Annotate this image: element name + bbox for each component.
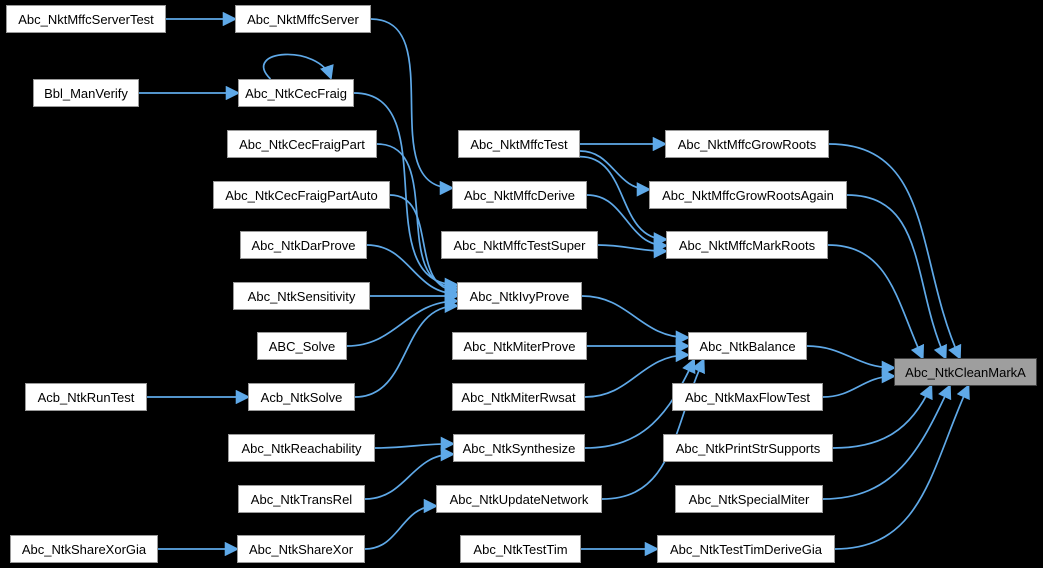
- call-edge-Acb_NtkSolve--Abc_NtkIvyProve: [354, 298, 460, 398]
- graph-node-Abc_NtkSpecialMiter[interactable]: Abc_NtkSpecialMiter: [675, 485, 823, 513]
- graph-node-Abc_NtkMiterRwsat[interactable]: Abc_NtkMiterRwsat: [452, 383, 585, 411]
- graph-node-Abc_NtkCecFraigPartAuto[interactable]: Abc_NtkCecFraigPartAuto: [213, 181, 390, 209]
- graph-node-Abc_NtkCleanMarkA: Abc_NtkCleanMarkA: [894, 358, 1037, 386]
- graph-node-Abc_NktMffcTestSuper[interactable]: Abc_NktMffcTestSuper: [441, 231, 598, 259]
- call-edge-Abc_NtkMaxFlowTest--Abc_NtkCleanMarkA: [822, 368, 897, 398]
- graph-node-Abc_NktMffcServerTest[interactable]: Abc_NktMffcServerTest: [6, 5, 166, 33]
- call-edge-Abc_NktMffcGrowRootsAgain--Abc_NtkCleanMarkA: [846, 194, 947, 360]
- call-edge-Abc_NktMffcTest--Abc_NktMffcGrowRootsAgain: [579, 150, 652, 197]
- graph-node-Abc_NtkMiterProve[interactable]: Abc_NtkMiterProve: [452, 332, 587, 360]
- call-edge-Abc_NtkMiterRwsat--Abc_NtkBalance: [584, 347, 691, 398]
- graph-node-Abc_NtkCecFraig[interactable]: Abc_NtkCecFraig: [238, 79, 354, 107]
- graph-node-Abc_NktMffcMarkRoots[interactable]: Abc_NktMffcMarkRoots: [666, 231, 828, 259]
- graph-node-Abc_NtkBalance[interactable]: Abc_NtkBalance: [688, 332, 807, 360]
- graph-node-Abc_NktMffcTest[interactable]: Abc_NktMffcTest: [458, 130, 580, 158]
- graph-node-ABC_Solve[interactable]: ABC_Solve: [257, 332, 347, 360]
- call-edge-Abc_NktMffcTest--Abc_NktMffcMarkRoots: [579, 155, 669, 247]
- call-edge-Abc_NtkTestTimDeriveGia--Abc_NtkCleanMarkA: [834, 384, 970, 550]
- graph-node-Abc_NtkTransRel[interactable]: Abc_NtkTransRel: [238, 485, 365, 513]
- call-edge-Abc_NktMffcTestSuper--Abc_NktMffcMarkRoots: [597, 243, 669, 259]
- graph-node-Abc_NtkTestTim[interactable]: Abc_NtkTestTim: [460, 535, 581, 563]
- call-edge-ABC_Solve--Abc_NtkIvyProve: [346, 293, 460, 347]
- graph-node-Abc_NtkIvyProve[interactable]: Abc_NtkIvyProve: [457, 282, 582, 310]
- call-edge-Abc_NtkUpdateNetwork--Abc_NtkBalance: [601, 358, 705, 500]
- graph-node-Abc_NktMffcDerive[interactable]: Abc_NktMffcDerive: [452, 181, 587, 209]
- graph-node-Abc_NtkTestTimDeriveGia[interactable]: Abc_NtkTestTimDeriveGia: [657, 535, 835, 563]
- graph-node-Abc_NtkPrintStrSupports[interactable]: Abc_NtkPrintStrSupports: [663, 434, 833, 462]
- call-edge-Abc_NtkShareXor--Abc_NtkUpdateNetwork: [364, 498, 439, 550]
- graph-node-Abc_NtkSynthesize[interactable]: Abc_NtkSynthesize: [453, 434, 585, 462]
- call-edge-Abc_NktMffcServer--Abc_NktMffcDerive: [370, 18, 455, 196]
- call-edge-Abc_NtkCecFraigPartAuto--Abc_NtkIvyProve: [389, 194, 460, 298]
- graph-node-Abc_NtkCecFraigPart[interactable]: Abc_NtkCecFraigPart: [227, 130, 377, 158]
- graph-node-Acb_NtkRunTest[interactable]: Acb_NtkRunTest: [25, 383, 147, 411]
- graph-node-Abc_NtkUpdateNetwork[interactable]: Abc_NtkUpdateNetwork: [436, 485, 602, 513]
- call-edge-Abc_NtkCecFraig--Abc_NtkIvyProve: [353, 92, 460, 292]
- call-edge-Abc_NktMffcDerive--Abc_NktMffcMarkRoots: [586, 194, 669, 253]
- graph-node-Abc_NktMffcGrowRootsAgain[interactable]: Abc_NktMffcGrowRootsAgain: [649, 181, 847, 209]
- call-edge-Abc_NtkBalance--Abc_NtkCleanMarkA: [806, 345, 897, 376]
- graph-node-Abc_NtkDarProve[interactable]: Abc_NtkDarProve: [240, 231, 367, 259]
- graph-node-Abc_NtkShareXorGia[interactable]: Abc_NtkShareXorGia: [10, 535, 158, 563]
- call-edge-Abc_NktMffcMarkRoots--Abc_NtkCleanMarkA: [827, 244, 925, 360]
- call-edge-Abc_NtkTransRel--Abc_NtkSynthesize: [364, 446, 456, 500]
- graph-node-Abc_NtkSensitivity[interactable]: Abc_NtkSensitivity: [233, 282, 370, 310]
- graph-node-Abc_NtkShareXor[interactable]: Abc_NtkShareXor: [237, 535, 365, 563]
- call-edge-Abc_NtkIvyProve--Abc_NtkBalance: [581, 295, 691, 345]
- graph-node-Abc_NktMffcServer[interactable]: Abc_NktMffcServer: [235, 5, 371, 33]
- graph-node-Abc_NktMffcGrowRoots[interactable]: Abc_NktMffcGrowRoots: [665, 130, 829, 158]
- graph-node-Acb_NtkSolve[interactable]: Acb_NtkSolve: [248, 383, 355, 411]
- call-edge-Abc_NtkPrintStrSupports--Abc_NtkCleanMarkA: [832, 384, 933, 449]
- graph-node-Abc_NtkReachability[interactable]: Abc_NtkReachability: [228, 434, 375, 462]
- call-edge-Abc_NtkDarProve--Abc_NtkIvyProve: [366, 244, 460, 301]
- call-edge-Abc_NktMffcGrowRoots--Abc_NtkCleanMarkA: [828, 143, 962, 360]
- call-edge-Abc_NtkReachability--Abc_NtkSynthesize: [374, 436, 456, 452]
- graph-node-Abc_NtkMaxFlowTest[interactable]: Abc_NtkMaxFlowTest: [672, 383, 823, 411]
- call-edge-Abc_NtkCecFraig--Abc_NtkCecFraig: [262, 53, 334, 81]
- call-edge-Abc_NtkSpecialMiter--Abc_NtkCleanMarkA: [822, 384, 952, 500]
- graph-node-Bbl_ManVerify[interactable]: Bbl_ManVerify: [33, 79, 139, 107]
- call-edge-Abc_NtkSynthesize--Abc_NtkBalance: [584, 358, 696, 449]
